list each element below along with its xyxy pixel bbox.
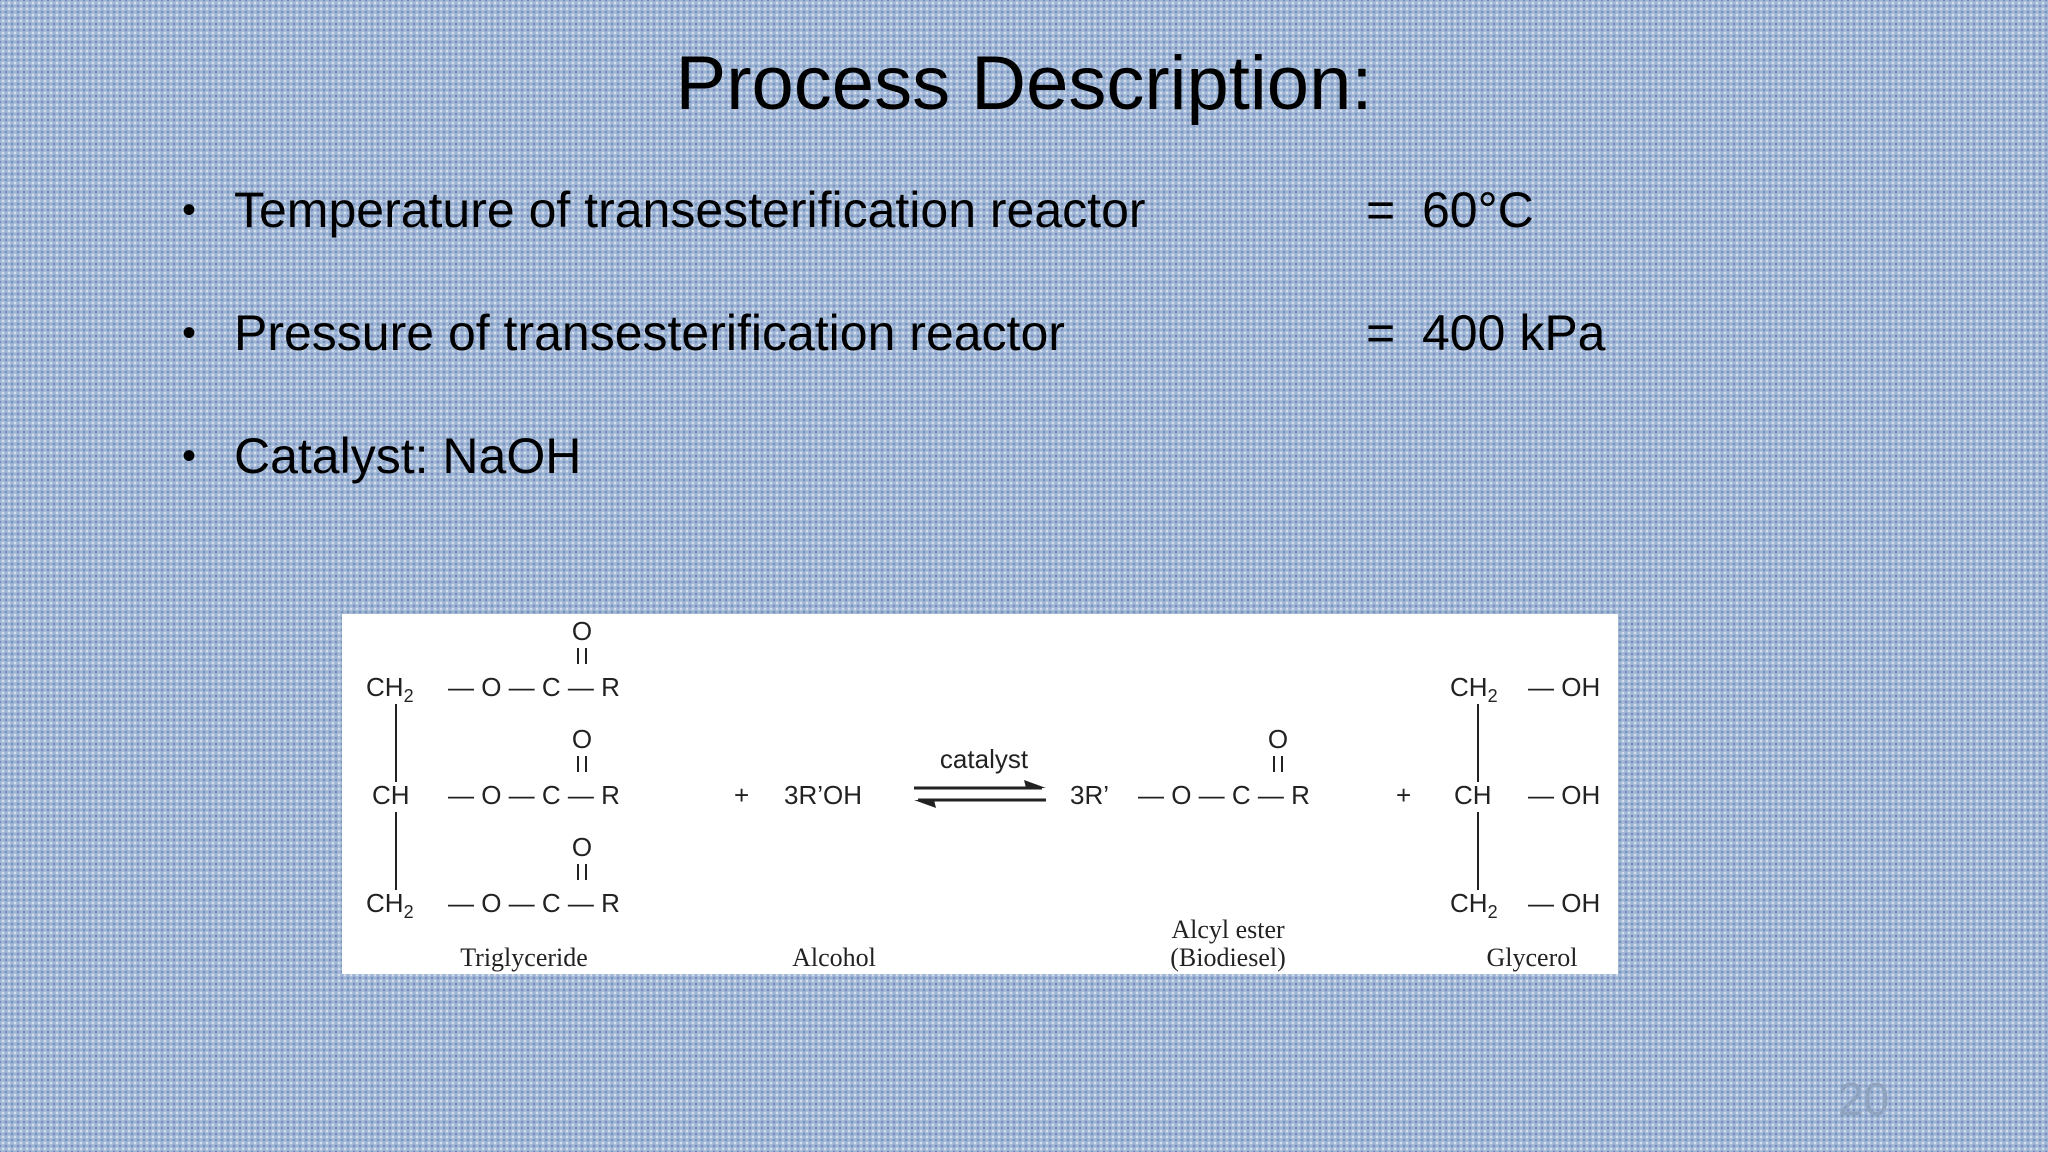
bullet-dot: • [182,311,197,355]
carbonyl-oxygen: O [572,832,592,862]
bullet-value: 400 kPa [1422,305,1606,361]
ch2-bottom: CH2 [366,888,414,922]
bullet-dot: • [182,434,197,478]
ch2-top: CH2 [1450,672,1498,706]
ch2-top: CH2 [366,672,414,706]
name-biodiesel: (Biodiesel) [1170,943,1286,972]
carbonyl-oxygen: O [1268,724,1288,754]
bullet-equals: = [1366,182,1396,238]
alkyl-ester-structure: O 3R’ — O — C — R [1070,724,1310,810]
triglyceride-structure: O CH2 — O — C — R O CH — O — C — R O CH2… [366,616,620,922]
hydroxyl-top: — OH [1528,672,1600,702]
alcohol-formula: 3R’OH [784,780,862,810]
ch2-bottom: CH2 [1450,888,1498,922]
name-alkyl-ester: Alcyl ester [1171,915,1285,944]
plus-sign: + [734,780,749,810]
reverse-arrowhead [914,800,936,808]
bullet-equals: = [1366,305,1396,361]
hydroxyl-bottom: — OH [1528,888,1600,918]
plus-sign: + [1396,780,1411,810]
bullet-dot: • [182,188,197,232]
ester-bond-middle: — O — C — R [448,780,620,810]
ester-prefix: 3R’ [1070,780,1109,810]
name-alcohol: Alcohol [792,943,876,972]
transesterification-reaction-diagram: O CH2 — O — C — R O CH — O — C — R O CH2… [342,614,1618,974]
reaction-svg: O CH2 — O — C — R O CH — O — C — R O CH2… [366,616,1600,972]
ch-middle: CH [1454,780,1492,810]
catalyst-label: catalyst [940,744,1029,774]
ester-bond-bottom: — O — C — R [448,888,620,918]
equilibrium-arrow: catalyst [914,744,1046,808]
slide-title: Process Description: [675,41,1373,126]
bullet-label: Temperature of transesterification react… [234,182,1146,238]
ch-middle: CH [372,780,410,810]
bullet-value: 60°C [1422,182,1534,238]
glycerol-structure: CH2 — OH CH — OH CH2 — OH [1450,672,1600,922]
ester-bond-product: — O — C — R [1138,780,1310,810]
carbonyl-oxygen: O [572,724,592,754]
hydroxyl-middle: — OH [1528,780,1600,810]
forward-arrowhead [1024,780,1046,788]
carbonyl-oxygen: O [572,616,592,646]
name-triglyceride: Triglyceride [460,943,588,972]
page-number: 20 [1838,1073,1890,1125]
name-glycerol: Glycerol [1487,943,1578,972]
bullet-label: Pressure of transesterification reactor [234,305,1065,361]
bullet-label: Catalyst: NaOH [234,428,582,484]
ester-bond-top: — O — C — R [448,672,620,702]
